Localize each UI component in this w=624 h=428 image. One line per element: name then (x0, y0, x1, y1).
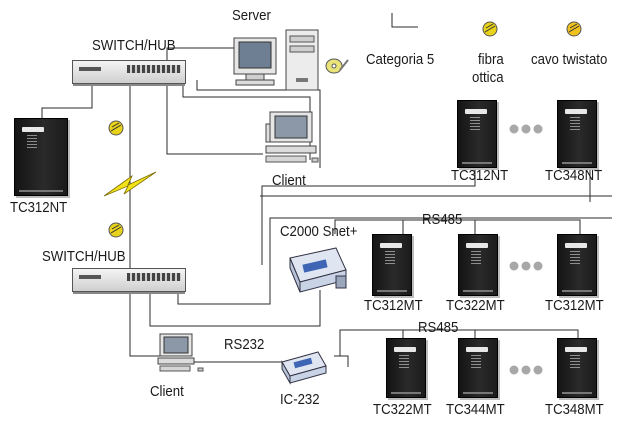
controller-tc344mt (458, 338, 498, 398)
label-tc322mt-b: TC322MT (373, 401, 432, 418)
label-tc312nt-left: TC312NT (10, 199, 68, 216)
c2000-link (149, 290, 321, 327)
lightning-link-icon (103, 171, 157, 197)
label-server: Server (232, 7, 271, 24)
ic232-to-rs485 (334, 355, 349, 367)
label-client-bottom: Client (150, 383, 184, 400)
controller-tc312nt-right (457, 100, 497, 168)
link-tc312nt-left (41, 69, 93, 118)
label-tc348mt: TC348MT (545, 401, 604, 418)
server-tower-icon (285, 29, 319, 91)
switch-ports (127, 65, 181, 73)
label-ic-232: IC-232 (280, 391, 320, 408)
desktop-client-icon (157, 333, 204, 372)
label-switch-hub-bottom: SWITCH/HUB (42, 248, 126, 265)
client-bottom-link (129, 292, 168, 357)
ellipsis-dots-icon (509, 261, 543, 271)
crt-monitor-icon (233, 37, 277, 86)
rs485-bus-top (334, 219, 581, 234)
feed-line-2 (177, 217, 612, 305)
controller-tc312mt-b (557, 234, 597, 296)
label-tc344mt: TC344MT (446, 401, 505, 418)
ellipsis-dots-icon (509, 124, 543, 134)
switch-hub-top (72, 60, 186, 86)
cat5-legend-line (391, 13, 418, 28)
label-tc312mt-b: TC312MT (545, 297, 604, 314)
legend-cavo-twistato: cavo twistato (531, 51, 608, 68)
label-tc312mt-a: TC312MT (364, 297, 423, 314)
legend-ottica: ottica (472, 69, 504, 86)
client-top-link (166, 80, 263, 155)
cd-disk-icon (325, 58, 349, 74)
switch-led (79, 67, 101, 71)
serial-converter-icon (289, 247, 347, 293)
tc312nt-feed (261, 168, 476, 265)
label-client-top: Client (272, 172, 306, 189)
desktop-client-icon (265, 111, 319, 163)
label-switch-hub-top: SWITCH/HUB (92, 37, 176, 54)
label-c2000-snet: C2000 Snet+ (280, 223, 358, 240)
fiber-optic-icon (482, 21, 498, 37)
link-right-2 (196, 80, 321, 168)
controller-tc312mt-a (372, 234, 412, 296)
controller-tc348mt (557, 338, 597, 398)
fiber-optic-icon (108, 222, 124, 238)
switch-ports (127, 273, 181, 281)
label-tc322mt-a: TC322MT (446, 297, 505, 314)
ellipsis-dots-icon (509, 365, 543, 375)
fiber-optic-icon (108, 120, 124, 136)
legend-fibra: fibra (478, 51, 504, 68)
switch-led (79, 275, 101, 279)
label-rs485-bottom: RS485 (418, 319, 459, 336)
label-tc348nt: TC348NT (545, 167, 603, 184)
legend-categoria-5: Categoria 5 (366, 51, 435, 68)
controller-tc348nt (557, 100, 597, 168)
controller-tc312nt-left (14, 118, 68, 196)
twisted-pair-icon (566, 21, 582, 37)
controller-tc322mt-a (458, 234, 498, 296)
controller-tc322mt-b (386, 338, 426, 398)
rs485-bus-bottom (339, 329, 579, 356)
switch-hub-bottom (72, 268, 186, 294)
label-rs485-top: RS485 (422, 211, 463, 228)
label-rs232: RS232 (224, 336, 265, 353)
label-tc312nt-right: TC312NT (451, 167, 509, 184)
serial-converter-icon (281, 351, 327, 385)
